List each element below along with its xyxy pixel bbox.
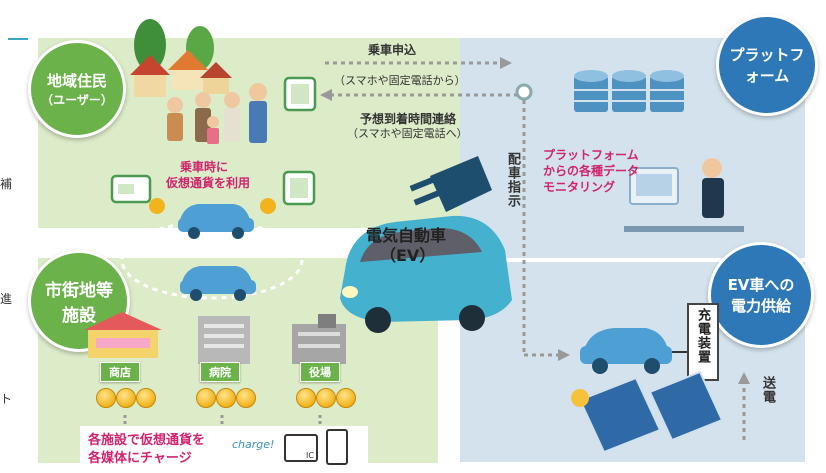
power-badge-line2: 電力供給 xyxy=(730,297,791,315)
ic-label: IC xyxy=(306,451,314,460)
coin-icon xyxy=(196,388,216,408)
plug-icon xyxy=(409,156,492,212)
ev-label: 電気自動車 xyxy=(366,226,447,245)
charge-line1: 各施設で仮想通貨を xyxy=(88,433,206,448)
platform-badge-line2: ォーム xyxy=(744,67,790,85)
power-badge: EV車への 電力供給 xyxy=(708,242,814,348)
facilities-badge-line2: 施設 xyxy=(62,306,96,326)
transmission-label: 送電 xyxy=(760,376,775,404)
office-tag: 役場 xyxy=(300,362,340,382)
ev-sublabel: （EV） xyxy=(380,246,436,265)
request-sublabel: （スマホや固定電話から） xyxy=(334,74,466,87)
charge-box: 各施設で仮想通貨を 各媒体にチャージ charge! IC xyxy=(80,426,368,466)
office-illustration xyxy=(292,314,346,364)
ic-card-icon: IC xyxy=(284,434,318,462)
power-badge-line1: EV車への xyxy=(727,276,795,294)
solar-panel-illustration xyxy=(571,370,724,454)
hospital-illustration xyxy=(198,316,250,364)
facilities-badge: 市街地等 施設 xyxy=(28,250,130,352)
coin-icon xyxy=(96,388,116,408)
boarding-label: 乗車時に xyxy=(180,160,229,174)
charge-word: charge! xyxy=(232,438,275,451)
coin-icon xyxy=(236,388,256,408)
request-label: 乗車申込 xyxy=(368,43,417,57)
charge-line2: 各媒体にチャージ xyxy=(88,451,192,466)
coin-icon xyxy=(316,388,336,408)
coin-icon xyxy=(116,388,136,408)
phone-icon-middle xyxy=(282,170,316,206)
boarding-sublabel: 仮想通貨を利用 xyxy=(166,176,251,190)
small-car-icon-1 xyxy=(178,204,254,239)
accent-line xyxy=(8,38,28,40)
facilities-badge-line1: 市街地等 xyxy=(45,281,113,301)
margin-char: ト xyxy=(0,392,13,406)
family-illustration xyxy=(167,83,267,144)
charger-label: 充電装置 xyxy=(695,308,710,364)
monitoring-line3: モニタリング xyxy=(543,180,616,194)
dispatch-label: 配車指示 xyxy=(505,152,520,208)
margin-char: 進 xyxy=(0,292,13,306)
shop-tag: 商店 xyxy=(100,362,140,382)
shop-illustration xyxy=(84,312,162,358)
village-illustration xyxy=(130,19,232,97)
monitoring-line2: からの各種データ xyxy=(543,164,640,178)
monitoring-line1: プラットフォーム xyxy=(543,148,639,162)
platform-badge: プラットフ ォーム xyxy=(716,14,818,116)
residents-badge-line2: （ユーザー） xyxy=(41,93,113,107)
coin-icon xyxy=(216,388,236,408)
monitoring-workstation xyxy=(624,158,744,232)
small-car-icon-2 xyxy=(180,266,256,301)
coin-icon xyxy=(296,388,316,408)
phone-icon-top xyxy=(283,76,317,112)
smartphone-icon xyxy=(326,429,348,465)
residents-badge-line1: 地域住民 xyxy=(46,72,107,90)
hospital-tag: 病院 xyxy=(200,362,240,382)
database-icon xyxy=(574,70,684,112)
arrival-label: 予想到着時間連絡 xyxy=(360,112,457,126)
coin-icon xyxy=(336,388,356,408)
coin-icon xyxy=(136,388,156,408)
arrival-sublabel: （スマホや固定電話へ） xyxy=(347,127,468,140)
charging-car-illustration xyxy=(580,328,690,374)
platform-badge-line1: プラットフ xyxy=(729,46,805,64)
ev-car-illustration xyxy=(340,215,512,333)
residents-badge: 地域住民 （ユーザー） xyxy=(28,40,126,138)
card-icon xyxy=(110,174,152,204)
margin-char: 補 xyxy=(0,177,13,191)
